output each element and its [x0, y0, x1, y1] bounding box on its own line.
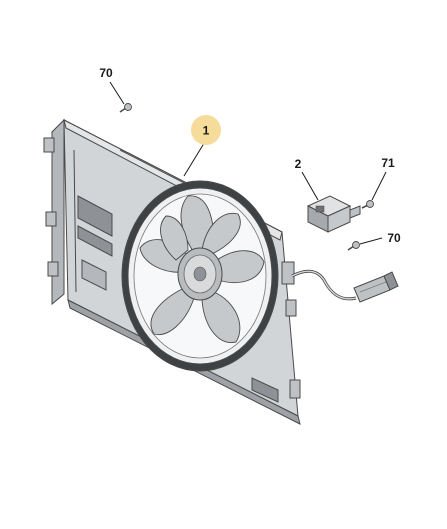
callout-screw-harness: 70: [387, 231, 401, 245]
screw-harness: [347, 241, 360, 251]
screw-top: [119, 103, 132, 113]
leader-screw-harness: [359, 237, 383, 245]
fan-resistor-icon: [306, 195, 361, 233]
wiring-connector-icon: [291, 269, 399, 303]
leader-fan-assembly: [183, 139, 207, 177]
callout-screw-top: 70: [99, 66, 113, 80]
cooling-fan-icon: [121, 180, 279, 372]
leader-resistor: [301, 171, 319, 201]
callout-fan-assembly: 1: [203, 124, 210, 138]
callout-resistor: 2: [295, 157, 302, 171]
fan-blades: [139, 195, 265, 343]
leader-screw-top: [109, 81, 125, 105]
callout-screw-resistor: 71: [381, 156, 395, 170]
leader-screw-resistor: [371, 171, 387, 201]
callout-highlight: [191, 115, 221, 145]
screw-resistor: [361, 200, 374, 209]
